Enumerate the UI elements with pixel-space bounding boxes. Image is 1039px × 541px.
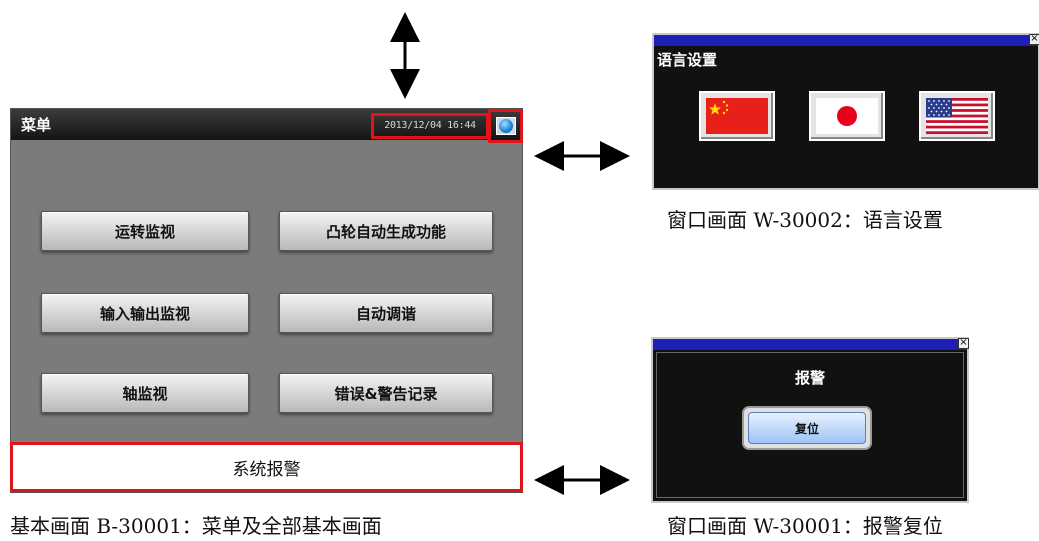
china-flag-icon <box>706 98 768 134</box>
system-alarm-bar[interactable]: 系统报警 <box>10 442 523 492</box>
language-button-highlight <box>488 109 523 143</box>
usa-flag-icon <box>926 98 988 134</box>
alarm-reset-window: × 报警 复位 <box>651 337 969 503</box>
language-settings-window: × 语言设置 <box>652 33 1039 190</box>
alarm-window-caption: 窗口画面 W-30001：报警复位 <box>667 514 943 538</box>
axis-monitor-button[interactable]: 轴监视 <box>41 373 249 413</box>
main-title: 菜单 <box>21 116 52 134</box>
close-icon[interactable]: × <box>958 337 969 349</box>
io-monitor-button[interactable]: 输入输出监视 <box>41 293 249 333</box>
operation-monitor-button[interactable]: 运转监视 <box>41 211 249 251</box>
close-icon[interactable]: × <box>1029 33 1039 45</box>
main-titlebar: 菜单 2013/12/04 16:44 <box>11 109 523 143</box>
error-warning-log-button[interactable]: 错误&警告记录 <box>279 373 493 413</box>
main-screen-caption: 基本画面 B-30001：菜单及全部基本画面 <box>10 514 382 538</box>
reset-button[interactable]: 复位 <box>748 412 866 444</box>
alarm-window-title: 报警 <box>794 369 825 387</box>
cam-auto-generate-button[interactable]: 凸轮自动生成功能 <box>279 211 493 251</box>
window-titlebar <box>653 339 967 350</box>
english-language-button[interactable] <box>919 91 995 141</box>
globe-icon <box>499 119 513 133</box>
japan-flag-icon <box>816 98 878 134</box>
chinese-language-button[interactable] <box>699 91 775 141</box>
window-titlebar <box>654 35 1038 46</box>
language-button[interactable] <box>496 117 516 135</box>
auto-tuning-button[interactable]: 自动调谐 <box>279 293 493 333</box>
main-menu-screen: 菜单 2013/12/04 16:44 运转监视 凸轮自动生成功能 输入输出监视… <box>10 108 523 493</box>
language-window-caption: 窗口画面 W-30002：语言设置 <box>667 208 943 232</box>
language-window-title: 语言设置 <box>657 51 718 69</box>
japanese-language-button[interactable] <box>809 91 885 141</box>
window-frame <box>656 352 964 498</box>
reset-button-frame: 复位 <box>742 406 872 450</box>
datetime-display: 2013/12/04 16:44 <box>371 113 489 139</box>
